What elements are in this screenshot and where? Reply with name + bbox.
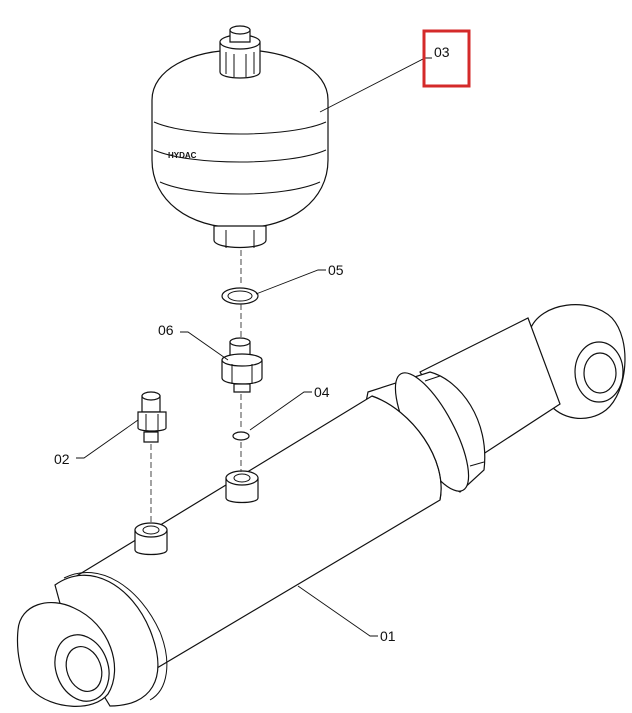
label-04: 04	[314, 384, 330, 400]
adapter-part-06	[221, 337, 263, 393]
highlight-box	[422, 29, 471, 88]
seal-ring-part-05	[221, 287, 259, 305]
label-06: 06	[158, 322, 174, 338]
label-02: 02	[54, 451, 70, 467]
label-03: 03	[434, 44, 450, 60]
accumulator-part-03: HYDAC	[151, 25, 329, 249]
callout-labels: 03 05 06 04 02 01	[54, 44, 450, 644]
assembly-centerlines	[150, 250, 242, 524]
cylinder-part-01	[16, 304, 626, 707]
label-05: 05	[328, 262, 344, 278]
brand-text: HYDAC	[168, 151, 197, 160]
port-front	[134, 522, 168, 556]
o-ring-part-04	[232, 431, 250, 441]
port-rear	[225, 470, 259, 504]
fitting-part-02	[137, 391, 167, 443]
label-01: 01	[380, 628, 396, 644]
